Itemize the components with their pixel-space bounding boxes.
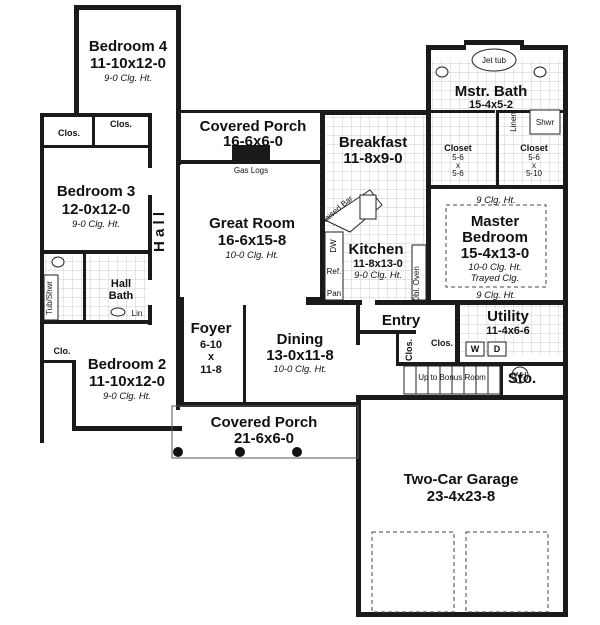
utility-name: Utility xyxy=(487,308,529,325)
great-room-dims: 16-6x15-8 xyxy=(218,232,286,249)
hall-name: H a l l xyxy=(151,212,168,252)
closet-right-x: x xyxy=(532,161,536,170)
jet-tub-label: Jet tub xyxy=(482,56,507,65)
stairs-label: Up to Bonus Room xyxy=(418,373,486,382)
master-bath-dims: 15-4x5-2 xyxy=(469,99,513,111)
closet-left-d1: 5-6 xyxy=(452,153,464,162)
bedroom4-name: Bedroom 4 xyxy=(89,38,168,55)
jet-tub xyxy=(435,48,561,135)
dryer-label: D xyxy=(494,344,501,354)
utility-dims: 11-4x6-6 xyxy=(486,325,529,337)
refrigerator-label: Ref. xyxy=(327,267,342,276)
bed3-closet-label: Clos. xyxy=(58,128,80,138)
master-dims: 15-4x13-0 xyxy=(461,245,529,262)
kitchen-ceiling: 9-0 Clg. Ht. xyxy=(354,270,402,281)
hall-bath-name-2: Bath xyxy=(109,290,134,302)
tub-shower-label: Tub/Shwr xyxy=(45,281,54,315)
breakfast-dims: 11-8x9-0 xyxy=(343,150,402,167)
hall-bath-name-1: Hall xyxy=(111,278,131,290)
master-name-1: Master xyxy=(471,213,520,230)
foyer-d2: 11-8 xyxy=(200,364,221,376)
bedroom2-ceiling: 9-0 Clg. Ht. xyxy=(103,391,151,402)
washer-label: W xyxy=(471,344,480,354)
dining-dims: 13-0x11-8 xyxy=(266,347,334,364)
gas-logs-label: Gas Logs xyxy=(234,166,268,175)
closet-left-name: Closet xyxy=(444,143,472,153)
dining-name: Dining xyxy=(277,331,324,348)
bedroom3-ceiling: 9-0 Clg. Ht. xyxy=(72,219,120,230)
bed4-closet-label: Clos. xyxy=(110,119,132,129)
great-room-ceiling: 10-0 Clg. Ht. xyxy=(225,250,278,261)
stairs xyxy=(403,365,501,395)
closet-left-d2: 5-6 xyxy=(452,169,464,178)
great-room-name: Great Room xyxy=(209,215,295,232)
master-name-2: Bedroom xyxy=(462,229,528,246)
bedroom2-dims: 11-10x12-0 xyxy=(89,373,165,390)
garage-dims: 23-4x23-8 xyxy=(427,488,495,505)
walls xyxy=(40,5,568,617)
entry-closet-label: Clos. xyxy=(431,338,453,348)
foyer-name: Foyer xyxy=(191,320,232,337)
master-ceiling: 10-0 Clg. Ht. xyxy=(468,262,521,273)
breakfast-name: Breakfast xyxy=(339,134,407,151)
closet-right-d1: 5-6 xyxy=(528,153,540,162)
back-porch-dims: 16-6x6-0 xyxy=(223,133,283,150)
garage-name: Two-Car Garage xyxy=(404,471,519,488)
linen-closet-label: Lin xyxy=(132,309,143,318)
closet-right-name: Closet xyxy=(520,143,548,153)
bedroom3-dims: 12-0x12-0 xyxy=(62,201,130,218)
kitchen-fixtures xyxy=(323,189,427,301)
master-trayed: Trayed Clg. xyxy=(471,273,519,284)
front-porch-dims: 21-6x6-0 xyxy=(234,430,294,447)
bedroom2-name: Bedroom 2 xyxy=(88,356,166,373)
master-bath-name: Mstr. Bath xyxy=(455,83,528,100)
linen-label: Linen xyxy=(509,112,518,132)
master-ceiling-note-top: 9 Clg. Ht. xyxy=(476,195,516,206)
bedroom4-ceiling: 9-0 Clg. Ht. xyxy=(104,73,152,84)
dishwasher-label: DW xyxy=(329,239,338,253)
dining-ceiling: 10-0 Clg. Ht. xyxy=(273,364,326,375)
water-heater-label: WH xyxy=(513,371,527,380)
kitchen-name: Kitchen xyxy=(348,241,403,258)
bedroom4-dims: 11-10x12-0 xyxy=(90,55,166,72)
trayed-ceiling-outline xyxy=(445,204,547,288)
bed2-closet-label: Clo. xyxy=(54,346,71,356)
closet-left-x: x xyxy=(456,161,460,170)
washer-dryer xyxy=(465,341,529,384)
kitchen-dims: 11-8x13-0 xyxy=(353,258,403,270)
back-porch-name: Covered Porch xyxy=(200,118,307,135)
shower-label: Shwr xyxy=(536,118,555,127)
porch-columns xyxy=(171,405,359,459)
front-porch-name: Covered Porch xyxy=(211,414,318,431)
storage-name: Sto. xyxy=(508,370,536,387)
closet-right-d2: 5-10 xyxy=(526,169,543,178)
pantry-label: Pan xyxy=(327,289,341,298)
hall-bath-fixtures xyxy=(43,256,126,321)
master-ceiling-note-bottom: 9 Clg. Ht. xyxy=(476,290,516,301)
foyer-x: x xyxy=(208,351,215,363)
bedroom3-name: Bedroom 3 xyxy=(57,183,135,200)
entry-closet-label-2: Clos. xyxy=(404,339,414,361)
garage-doors xyxy=(371,531,549,613)
foyer-d1: 6-10 xyxy=(200,339,222,351)
double-oven-label: Dbl. Oven xyxy=(412,266,421,302)
entry-name: Entry xyxy=(382,312,421,329)
